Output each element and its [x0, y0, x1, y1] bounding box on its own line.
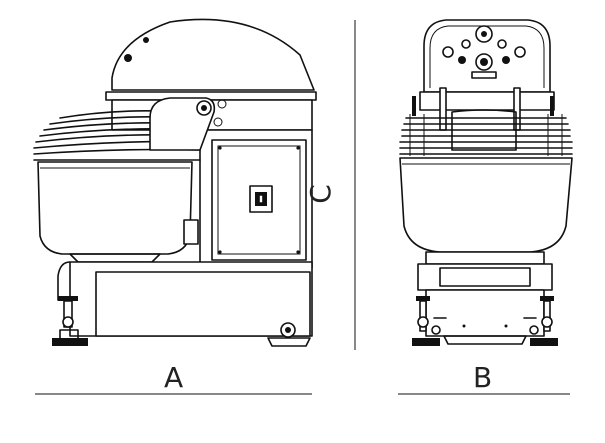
mixer-side-view	[33, 18, 317, 347]
dimension-label-c: C	[304, 184, 337, 204]
bowl-guard-front	[399, 87, 573, 156]
mixer-front-view	[399, 19, 573, 346]
leveling-foot-front-left	[412, 296, 447, 346]
leveling-foot-left	[52, 296, 88, 346]
leveling-foot-front-right	[523, 296, 558, 346]
dimension-label-b: B	[473, 361, 492, 394]
dimension-label-a: A	[164, 361, 183, 394]
caster-right	[267, 322, 311, 347]
